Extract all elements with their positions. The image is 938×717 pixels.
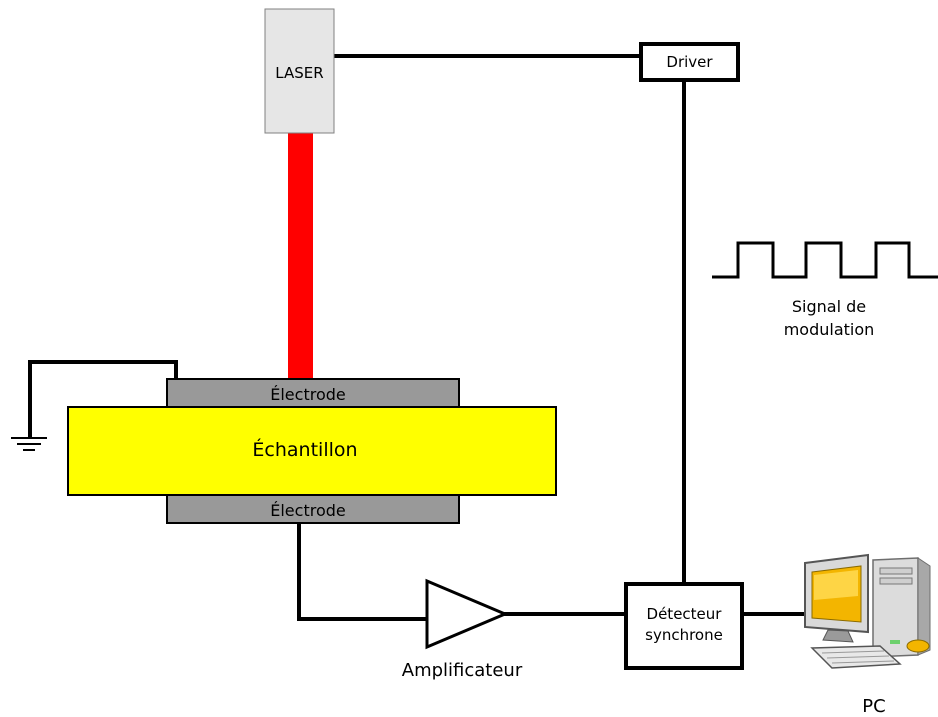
sample-label: Échantillon: [252, 438, 357, 461]
lockin-label-line2: synchrone: [645, 626, 723, 644]
sample: Échantillon: [67, 406, 557, 496]
ground-symbol-icon: [11, 437, 47, 451]
driver-box: Driver: [639, 42, 740, 82]
laser-source: LASER: [264, 8, 335, 134]
amplifier-label: Amplificateur: [402, 660, 523, 681]
wire-electrode-amplifier: [297, 521, 427, 621]
driver-frame: [639, 42, 740, 82]
lockin-detector: Détecteur synchrone: [624, 582, 744, 670]
pc-label: PC: [862, 696, 885, 717]
sample-block: [67, 406, 557, 496]
laser-label: LASER: [275, 64, 323, 82]
signal-label-line1: Signal de: [792, 297, 866, 316]
pc: PC: [804, 553, 931, 717]
triangle-amplifier-icon: [425, 578, 509, 650]
signal-label-line2: modulation: [784, 320, 875, 339]
lockin-label-line1: Détecteur: [647, 605, 723, 623]
laser-body: [264, 8, 335, 134]
wiring: [28, 54, 804, 621]
electrode-bottom: Électrode: [166, 494, 460, 524]
lockin-frame: [624, 582, 744, 670]
wire-ground: [28, 360, 178, 439]
amplifier: Amplificateur: [402, 578, 523, 681]
driver-label: Driver: [666, 53, 713, 71]
electrode-bottom-plate: [166, 494, 460, 524]
electrode-top: Électrode: [166, 378, 460, 408]
electrode-top-label: Électrode: [270, 385, 345, 404]
electrode-top-plate: [166, 378, 460, 408]
square-wave-icon: [712, 241, 938, 279]
laser-beam: [288, 133, 313, 379]
modulation-signal: Signal de modulation: [712, 241, 938, 339]
electrode-bottom-label: Électrode: [270, 501, 345, 520]
desktop-computer-icon: [804, 553, 931, 669]
